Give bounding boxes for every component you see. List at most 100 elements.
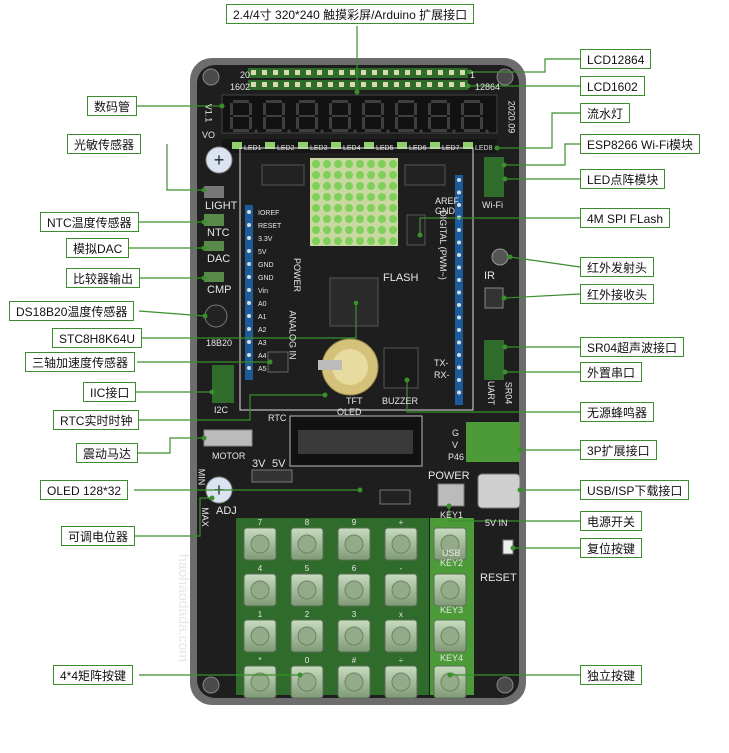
segment [266,129,282,132]
segment [348,117,351,129]
matrix-dot [389,204,397,212]
led-icon [364,142,374,149]
potentiometer-top [205,146,233,174]
matrix-dot [312,160,320,168]
silk-cmp: CMP [207,284,232,296]
ntc-sensor [204,214,224,226]
segment [461,103,464,115]
label-independent-keys: 独立按键 [580,665,643,685]
header-pin [457,340,461,345]
matrix-dot [389,182,397,190]
coin-battery-inner [332,349,368,385]
pin [251,70,256,75]
header-pin [247,340,251,344]
pin [394,70,399,75]
label-uart: 外置串口 [580,362,643,382]
header-pin-label: GND [258,275,274,282]
label-keypad: 4*4矩阵按键 [53,665,134,685]
matrix-dot [367,193,375,201]
segment [428,117,431,129]
segment [461,117,464,129]
segment [464,100,480,103]
pin [339,82,344,87]
label-usb-isp: USB/ISP下载接口 [580,480,690,500]
pin [372,70,377,75]
key-label: 6 [352,564,357,573]
segment [329,103,332,115]
key-label: 4 [258,564,263,573]
matrix-dot [345,204,353,212]
key-cap [250,534,270,554]
segment [263,103,266,115]
led-icon [298,142,308,149]
matrix-dot [334,182,342,190]
segment-dot [419,129,423,133]
matrix-dot [389,160,397,168]
header-pin [247,249,251,253]
ir-receiver [484,287,504,309]
pot-plus-icon: + [214,150,225,170]
silk-vo: VO [202,130,216,140]
silk-dac: DAC [207,253,231,265]
matrix-dot [334,160,342,168]
pin [328,82,333,87]
matrix-dot [356,193,364,201]
segment [362,103,365,115]
key-cap [250,626,270,646]
segment [299,100,315,103]
header-pin [457,315,461,320]
segment [398,100,414,103]
segment [398,115,414,117]
key-cap [391,626,411,646]
matrix-dot [312,182,320,190]
label-ntc: NTC温度传感器 [40,212,139,232]
sr04-header [484,340,504,380]
segment [431,115,447,117]
key-cap [440,580,460,600]
label-comparator: 比较器输出 [66,268,141,288]
key-cap [440,626,460,646]
label-running-led: 流水灯 [580,103,631,123]
segment [414,103,417,115]
matrix-dot [334,204,342,212]
segment [447,117,450,129]
header-pin [247,262,251,266]
silk-p46: P46 [448,452,465,462]
matrix-dot [323,182,331,190]
silk-pin20: 20 [240,70,251,80]
matrix-dot [356,182,364,190]
header-pin-label: 3.3V [258,236,273,243]
pin [350,82,355,87]
led-icon [463,142,473,149]
cmp-pins [204,272,224,282]
matrix-dot [323,193,331,201]
matrix-dot [345,160,353,168]
pin [273,70,278,75]
key-cap [344,672,364,692]
wifi-header [484,157,504,197]
label-buzzer: 无源蜂鸣器 [580,402,655,422]
matrix-dot [312,215,320,223]
silk-5v: 5V [272,458,286,470]
silk-power: POWER [428,470,470,482]
matrix-dot [378,171,386,179]
pin [460,70,465,75]
matrix-dot [334,171,342,179]
segment [296,103,299,115]
pin [284,82,289,87]
label-sr04: SR04超声波接口 [580,337,685,357]
matrix-dot [334,226,342,234]
matrix-dot [334,237,342,245]
matrix-dot [367,215,375,223]
segment-dot [485,129,489,133]
label-motor: 震动马达 [76,443,139,463]
header-pin [457,253,461,257]
silk-ntc: NTC [207,227,230,239]
silk-usb: USB [442,548,461,558]
segments [230,100,489,133]
segment [381,103,384,115]
matrix-dot [367,226,375,234]
segment [263,117,266,129]
lcd-header [248,68,468,78]
segment [233,100,249,103]
